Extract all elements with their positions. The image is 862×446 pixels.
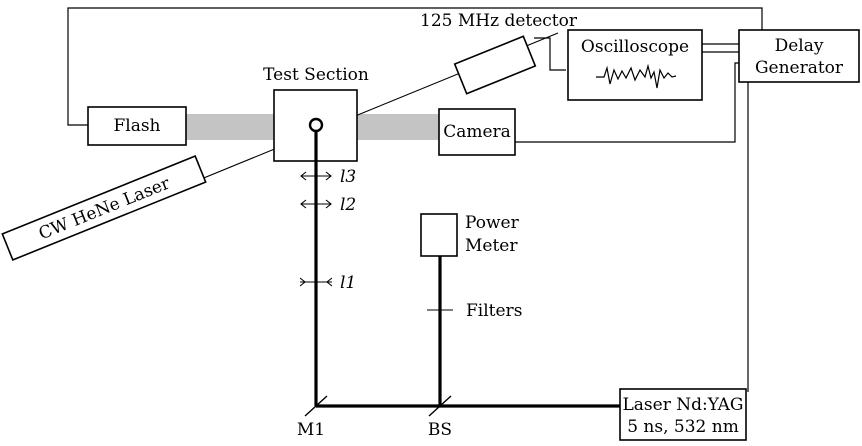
focal-point	[308, 117, 324, 133]
wire-flash-to-delay	[67, 7, 763, 126]
power-meter-label-2: Meter	[465, 236, 518, 256]
lens-l2-arrow-right	[325, 199, 332, 209]
hene-laser-box	[1, 155, 207, 261]
yag-laser-label-2: 5 ns, 532 nm	[627, 417, 739, 437]
wire-yag-to-delay	[747, 59, 761, 392]
test-section-label: Test Section	[263, 65, 369, 85]
beam-splitter-bs	[428, 395, 452, 417]
delay-generator-label-2: Generator	[755, 58, 844, 78]
illumination-beam-right	[357, 114, 439, 140]
detector-label: 125 MHz detector	[420, 11, 578, 31]
flash-label: Flash	[113, 116, 160, 136]
filters-label: Filters	[466, 301, 522, 321]
lens-l1-label: l1	[340, 273, 356, 293]
lens-l1-arrow-left	[299, 277, 306, 287]
delay-generator-label-1: Delay	[775, 36, 824, 56]
oscilloscope-label: Oscilloscope	[581, 37, 689, 57]
mirror-m1	[304, 395, 328, 417]
lens-l3-arrow-left	[300, 171, 307, 181]
yag-laser-box	[619, 388, 747, 441]
lens-l3-label: l3	[340, 167, 356, 187]
oscilloscope-waveform	[596, 63, 677, 89]
power-meter-label-1: Power	[465, 213, 520, 233]
lens-l3-arrow-right	[325, 171, 332, 181]
camera-label: Camera	[443, 122, 511, 142]
power-meter-box	[420, 213, 458, 257]
wire-camera-to-delay	[515, 62, 739, 143]
lens-l1-arrow-right	[326, 277, 333, 287]
illumination-beam-left	[186, 114, 274, 140]
lens-l2-label: l2	[340, 195, 356, 215]
camera-box	[438, 108, 516, 156]
mirror-m1-label: M1	[297, 420, 325, 440]
lens-l2-arrow-left	[300, 199, 307, 209]
delay-generator-box	[738, 29, 860, 83]
flash-box	[87, 106, 187, 146]
beam-splitter-label: BS	[428, 420, 452, 440]
hene-laser-label: CW HeNe Laser	[36, 173, 174, 244]
detector-box	[453, 35, 537, 95]
oscilloscope-box	[567, 29, 703, 101]
yag-laser-label-1: Laser Nd:YAG	[623, 395, 744, 415]
wire-detector-to-oscilloscope	[534, 37, 566, 71]
